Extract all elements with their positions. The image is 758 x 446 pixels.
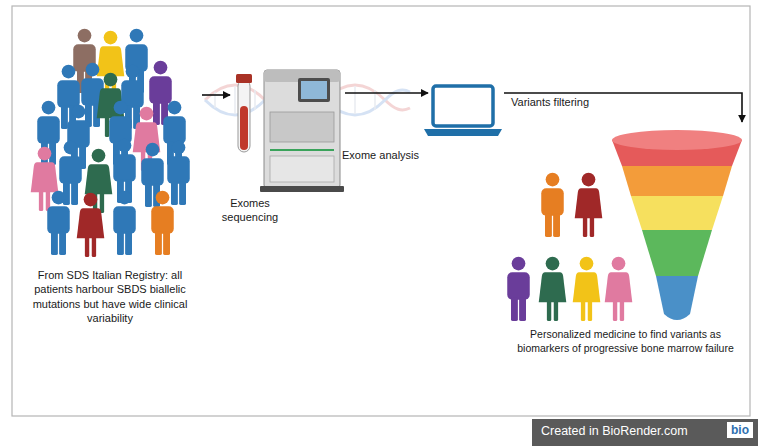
illustration-part <box>57 65 80 129</box>
flow-arrow <box>345 92 428 94</box>
illustration-part <box>605 257 633 321</box>
frame <box>12 6 750 416</box>
illustration-part <box>113 191 136 255</box>
illustration-part <box>541 173 564 237</box>
illustration-part <box>264 70 340 188</box>
illustration-part <box>236 74 252 83</box>
step-caption: Exomes sequencing <box>216 196 284 225</box>
illustration-part <box>424 129 502 136</box>
illustration-part <box>77 193 105 257</box>
illustration-part <box>433 86 493 126</box>
illustration-part <box>163 101 186 165</box>
illustration-part <box>47 191 70 255</box>
illustration-part <box>151 191 174 255</box>
flow-arrow <box>504 93 742 122</box>
illustration-part <box>507 257 530 321</box>
step-heading: Variants filtering <box>511 95 589 109</box>
illustration-part <box>301 81 327 99</box>
illustration-part <box>270 112 334 142</box>
watermark-text: Created in BioRender.com <box>541 424 688 439</box>
patient-crowd <box>31 29 190 257</box>
step-caption: Personalized medicine to find variants a… <box>503 328 748 355</box>
sequencing-step: Exomes sequencing <box>230 62 345 228</box>
filtering-step: Variants filteringPersonalized medicine … <box>503 122 748 380</box>
illustration-part <box>631 196 723 230</box>
illustration-part <box>238 80 250 152</box>
analysis-step: Exome analysis <box>428 82 504 165</box>
illustration-part <box>167 141 190 205</box>
illustration-part <box>298 78 330 102</box>
illustration-part <box>612 130 742 150</box>
illustration-part <box>622 166 732 196</box>
illustration-part <box>260 186 344 192</box>
illustration-part <box>575 173 603 237</box>
flow-arrow <box>202 94 230 96</box>
step-caption: From SDS Italian Registry: all patients … <box>18 268 202 325</box>
illustration-part <box>573 257 601 321</box>
illustration-part <box>539 257 567 321</box>
illustration-part <box>240 106 248 150</box>
illustration-part <box>656 276 698 320</box>
illustration-part <box>270 149 334 151</box>
filter-funnel <box>612 130 742 320</box>
sequencer-machine <box>260 70 344 192</box>
illustration-part <box>254 90 256 110</box>
blood-tube <box>236 74 252 152</box>
illustration-part <box>642 230 712 276</box>
registry-group: From SDS Italian Registry: all patients … <box>18 25 202 328</box>
selected-patients <box>507 173 632 321</box>
illustration-part <box>270 156 334 182</box>
laptop <box>424 86 502 136</box>
step-caption: Exome analysis <box>342 148 419 162</box>
illustration-part <box>354 86 356 114</box>
watermark-logo: bio <box>727 422 753 438</box>
illustration-part <box>234 86 236 114</box>
